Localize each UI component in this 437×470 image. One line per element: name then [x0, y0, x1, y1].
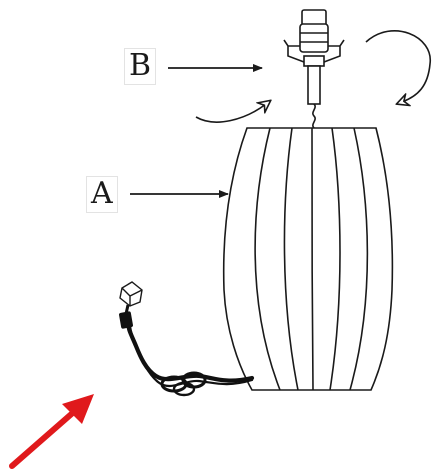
curved-arrow-icon — [365, 30, 431, 102]
callout-label-b: B — [124, 48, 157, 85]
lamp-base-rib — [329, 127, 341, 391]
callout-label-a: A — [86, 176, 118, 213]
curved-arrow-icon — [195, 104, 266, 123]
socket-body — [299, 23, 329, 53]
threaded-rod — [307, 65, 321, 105]
harp-arm-left — [283, 39, 305, 63]
lamp-base-rib — [349, 127, 369, 391]
plug-icon — [119, 281, 143, 307]
plug-neck — [124, 304, 130, 315]
lamp-base-rib — [311, 127, 314, 391]
lamp-base-outline — [222, 127, 394, 391]
red-arrow-icon — [9, 394, 94, 469]
rod-coil — [312, 103, 316, 129]
harp-saddle — [303, 55, 325, 67]
power-cord — [119, 281, 255, 397]
cord-loop — [172, 381, 196, 397]
lamp-harp-and-socket — [283, 9, 345, 129]
lamp-base-rib — [254, 127, 281, 391]
lamp-base — [222, 127, 394, 391]
lamp-base-rib — [283, 127, 299, 391]
harp-arm-right — [323, 39, 345, 63]
inline-switch — [119, 311, 133, 329]
